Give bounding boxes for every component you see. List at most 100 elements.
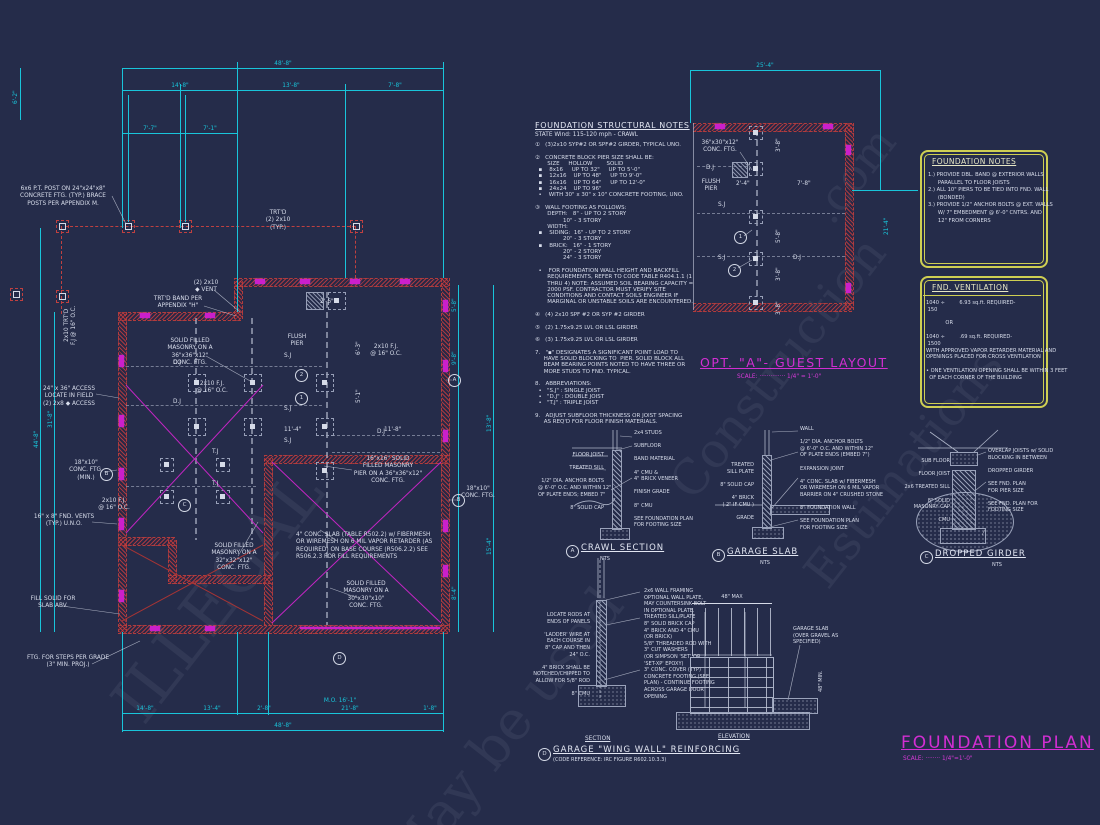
- dimension-line: [458, 285, 459, 632]
- vent: [119, 468, 124, 480]
- dimension-line: [122, 68, 443, 69]
- dj-label: D.J: [173, 399, 182, 405]
- foundation-wall: [234, 281, 243, 319]
- dim-label: 2'-8": [257, 706, 271, 712]
- dimension-line: [54, 312, 55, 632]
- wing-studs: [692, 608, 772, 656]
- pier: [749, 126, 763, 140]
- marker-1: 1: [734, 231, 747, 244]
- dim-label: 11'-4": [284, 427, 302, 433]
- vent: [400, 279, 410, 284]
- wing-garage-slab: [772, 698, 818, 714]
- foundation-wall: [168, 575, 271, 584]
- pier: [316, 374, 334, 392]
- dim-label: 7'-8": [388, 83, 402, 89]
- detail-bubble-a: A: [566, 545, 579, 558]
- foundation-wall: [118, 625, 448, 634]
- post-note: 6x6 P.T. POST ON 24"x24"x8" CONCRETE FTG…: [20, 186, 106, 207]
- deck-band-label: TRT'D (2) 2x10 (TYP.): [265, 210, 291, 231]
- dim-label: 14'-8": [136, 706, 154, 712]
- deck-outline: [61, 226, 62, 314]
- floor-joist-label: 2x10 F.J. @ 16" O.C.: [196, 381, 228, 395]
- pier: [216, 458, 230, 472]
- vent: [350, 279, 360, 284]
- garage-callouts-right: WALL 1/2" DIA. ANCHOR BOLTS @ 6'-0" O.C.…: [800, 426, 884, 531]
- flush-pier: [306, 292, 324, 310]
- wing-min-dim: 48" MIN.: [818, 670, 824, 692]
- dim-label: 2'-6": [320, 299, 334, 305]
- dropped-girder: [950, 452, 978, 466]
- pier: [188, 418, 206, 436]
- marker-1: 1: [295, 392, 308, 405]
- vent: [140, 313, 150, 318]
- flush-pier-label: FLUSH PIER: [287, 334, 307, 348]
- joist-line: [697, 213, 845, 214]
- pier: [244, 374, 262, 392]
- girder-line: [195, 318, 197, 540]
- deck-post: [56, 290, 69, 303]
- dimension-line: [345, 84, 346, 278]
- slab-note-label: 4" CONC. SLAB (TABLE R502.2) w/ FIBERMES…: [296, 532, 433, 561]
- dimension-line: [185, 95, 186, 222]
- deck-post: [56, 220, 69, 233]
- wing-wall: [596, 600, 607, 687]
- dim-label: 7'-1": [203, 126, 217, 132]
- divider: [923, 295, 1041, 296]
- dim-label: 5'-1": [356, 389, 362, 403]
- dim-label: 48'-8": [274, 61, 292, 67]
- sj-label: S.J: [284, 353, 292, 359]
- guest-wall: [693, 303, 852, 312]
- vent: [300, 279, 310, 284]
- dropped-callouts-left: SUB FLOOR FLOOR JOIST 2x6 TREATED SILL 8…: [904, 458, 950, 524]
- pier: [244, 418, 262, 436]
- fnd-ventilation-box: [920, 276, 1048, 408]
- fnd-ventilation-body: 1040 ÷ 6.93 sq.ft. REQUIRED- 150 OR 1040…: [926, 300, 1068, 381]
- footing-18-label: 18"x10" CONC. FTG.: [461, 486, 495, 500]
- deck-outline: [65, 226, 355, 227]
- foundation-notes-body: 1.) PROVIDE DBL. BAND @ EXTERIOR WALLS P…: [928, 172, 1053, 224]
- slab-edge: [300, 627, 440, 629]
- marker-a: A: [448, 374, 461, 387]
- dj-label: D.J: [173, 360, 182, 366]
- vent: [443, 430, 448, 442]
- marker-b: B: [100, 468, 113, 481]
- vent: [443, 565, 448, 577]
- fnd-ventilation-title: FND. VENTILATION: [932, 283, 1009, 292]
- foundation-wall: [264, 458, 273, 625]
- guest-layout-scale: SCALE: ·············· 1/4" = 1'-0": [737, 374, 822, 380]
- wing-callouts-left: LOCATE RODS AT ENDS OF PANELS 'LADDER' W…: [533, 612, 590, 698]
- wing-elevation-label: ELEVATION: [718, 734, 750, 740]
- dimension-line: [128, 95, 129, 222]
- foundation-wall: [264, 455, 448, 464]
- marker-c: C: [178, 499, 191, 512]
- pier: [749, 162, 763, 176]
- wing-footing: [578, 685, 626, 707]
- wing-brick-wall: [690, 657, 774, 714]
- masonry-36-label: SOLID FILLED MASONRY ON A 36"x36"x12" CO…: [167, 338, 213, 367]
- dim-label: 9'-8": [452, 351, 458, 365]
- dim-label: 44'-8": [34, 430, 40, 448]
- deck-joist-label: 2x10 TRT'D F.J @ 16" O.C.: [64, 305, 78, 345]
- tj-label: T.J: [212, 481, 219, 487]
- vent: [255, 279, 265, 284]
- garage-footing: [752, 527, 784, 539]
- vent: [205, 626, 215, 631]
- dimension-line: [692, 603, 772, 604]
- dimension-line: [268, 632, 269, 715]
- garage-slab: [770, 505, 830, 515]
- girder-line: [251, 318, 253, 540]
- wing-wall-ref: (CODE REFERENCE: IRC FIGURE R602.10.3.3): [553, 757, 667, 763]
- vent: [443, 360, 448, 372]
- floor-joist-label: 2x10 F.J. @ 16" O.C.: [98, 498, 130, 512]
- marker-b: B: [452, 494, 465, 507]
- crawl-callouts-right: 2x4 STUDS SUBFLOOR BAND MATERIAL 4" CMU …: [634, 430, 693, 529]
- crawl-wall: [612, 450, 622, 530]
- detail-bubble-b: B: [712, 549, 725, 562]
- masonry-32-label: SOLID FILLED MASONRY ON A 32"x32"x12" CO…: [211, 543, 257, 572]
- pier: [749, 210, 763, 224]
- dim-label: 21'-8": [341, 706, 359, 712]
- pier: [749, 252, 763, 266]
- guest-layout-title: OPT. "A"- GUEST LAYOUT: [700, 355, 888, 370]
- pier: [316, 462, 334, 480]
